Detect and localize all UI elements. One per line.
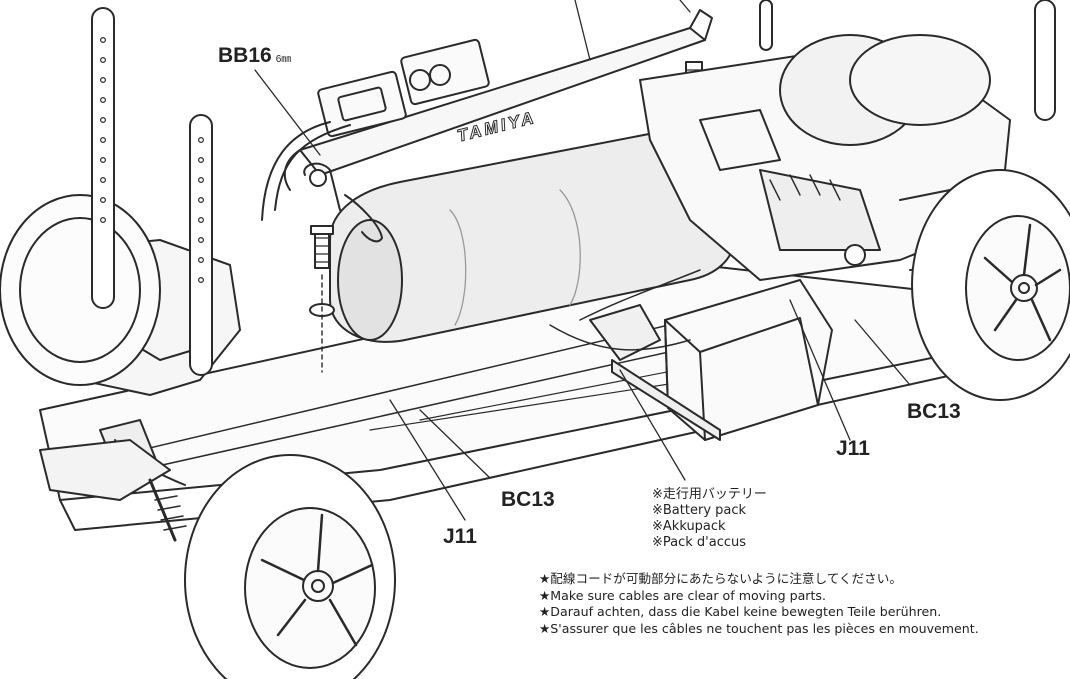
label-bb16-code: BB16	[218, 44, 272, 67]
front-right-wheel	[911, 169, 1070, 401]
screw-bb16	[303, 162, 383, 373]
label-bb16-size: 6㎜	[275, 54, 292, 65]
note-en: ★Make sure cables are clear of moving pa…	[539, 587, 826, 603]
label-j11-left: J11	[443, 525, 477, 548]
note-de: ★Darauf achten, dass die Kabel keine bew…	[539, 604, 942, 619]
receiver-box	[611, 279, 833, 441]
body-post-left	[91, 7, 115, 309]
rear-right-wheel	[184, 454, 396, 679]
label-bc13-right: BC13	[907, 400, 961, 423]
part-name-ja: ※走行用バッテリー	[652, 487, 767, 502]
front-assembly	[639, 34, 1011, 281]
rear-left-wheel-partial	[0, 194, 161, 386]
cable-notes: ★配線コードが可動部分にあたらないように注意してください。 ★Make sure…	[539, 571, 979, 637]
note-ja: ★配線コードが可動部分にあたらないように注意してください。	[539, 571, 902, 586]
part-name-en: ※Battery pack	[652, 503, 747, 518]
battery-connector	[261, 38, 490, 221]
note-fr: ★S'assurer que les câbles ne touchent pa…	[539, 620, 979, 636]
body-post-rear	[189, 114, 213, 376]
battery-pack	[329, 126, 736, 343]
part-name-de: ※Akkupack	[652, 519, 726, 534]
label-j11-center: J11	[836, 437, 870, 460]
label-bc13-center: BC13	[501, 488, 555, 511]
battery-pack-names: ※走行用バッテリー ※Battery pack ※Akkupack ※Pack …	[652, 487, 767, 551]
part-name-fr: ※Pack d'accus	[652, 535, 747, 550]
